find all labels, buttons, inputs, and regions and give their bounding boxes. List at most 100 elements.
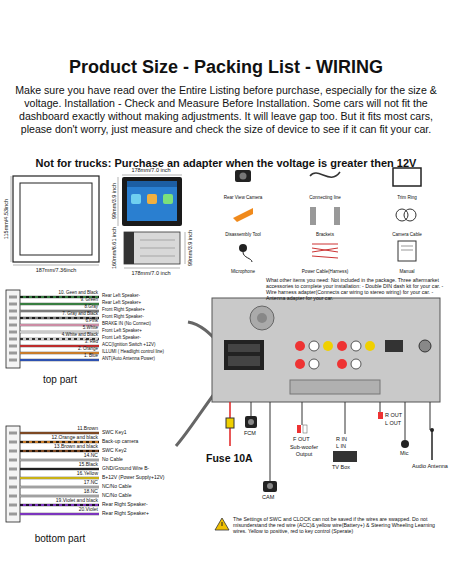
port-label: L OUT bbox=[385, 420, 401, 427]
pin-name: 7. Gray and Black bbox=[24, 312, 98, 317]
back-panel bbox=[212, 298, 440, 402]
drawing-part bbox=[404, 209, 416, 221]
pin-name: 1. Blue bbox=[24, 354, 98, 359]
drawing-part bbox=[393, 168, 421, 186]
pin bbox=[9, 352, 17, 355]
pin bbox=[9, 468, 17, 471]
pin-name: 18.NC bbox=[24, 489, 98, 495]
drawing-part bbox=[185, 232, 186, 264]
port-label: Sub-woofer Output bbox=[283, 444, 325, 457]
drawing-part bbox=[239, 244, 247, 252]
drawing-part bbox=[295, 341, 305, 351]
radio-front bbox=[122, 177, 182, 226]
drawing-part bbox=[302, 402, 303, 425]
accessory-caption: Rear View Camera bbox=[203, 195, 283, 200]
pin-function: Rear Left Speaker- bbox=[102, 294, 140, 299]
drawing-part bbox=[233, 208, 253, 222]
pin bbox=[9, 303, 17, 306]
drawing-part bbox=[118, 177, 119, 226]
pin-name: 14.NC bbox=[24, 453, 98, 459]
drawing-part bbox=[398, 241, 416, 261]
wire bbox=[20, 477, 99, 479]
accessory-tile: Rear View Camera bbox=[203, 164, 283, 200]
drawing-part bbox=[385, 340, 403, 352]
accessory-tile: Microphone bbox=[203, 238, 283, 274]
pin-function: GND/Ground Wire B- bbox=[102, 466, 149, 472]
drawing-part bbox=[131, 194, 141, 204]
drawing-part bbox=[351, 341, 361, 351]
drawing-part bbox=[235, 170, 251, 182]
drawing-part bbox=[323, 341, 333, 351]
drawing-part bbox=[290, 380, 380, 394]
accessory-caption: Microphone bbox=[203, 269, 283, 274]
pin bbox=[9, 513, 17, 516]
pin bbox=[9, 310, 17, 313]
port-label: R OUT bbox=[385, 412, 402, 419]
drawing-part bbox=[140, 248, 175, 249]
drawing-part bbox=[333, 451, 357, 462]
drawing-part bbox=[419, 340, 431, 352]
pin-function: Back-up camera bbox=[102, 439, 138, 445]
drawing-part bbox=[303, 425, 307, 433]
dimension: 99mm/3.9 inch bbox=[187, 230, 194, 266]
wire-stripe bbox=[20, 504, 99, 506]
group-label: bottom part bbox=[20, 533, 100, 545]
drawing-part bbox=[401, 246, 413, 247]
drawing-part bbox=[310, 207, 316, 225]
port-label: Audio Antenna bbox=[412, 463, 448, 470]
dimension: 115mm/4.53inch bbox=[3, 199, 10, 239]
pin-function: B+12V (Power Supply+12V) bbox=[102, 475, 165, 481]
wire bbox=[20, 486, 99, 488]
trim-frame bbox=[13, 176, 99, 262]
drawing-part bbox=[405, 402, 406, 440]
pin-name: 12.Orange and black bbox=[24, 435, 98, 441]
drawing-part bbox=[365, 341, 375, 351]
drawing-part bbox=[228, 344, 260, 352]
pin bbox=[9, 486, 17, 489]
pin bbox=[9, 441, 17, 444]
wire-outline bbox=[20, 441, 99, 443]
pin-function: SWC Key2 bbox=[102, 448, 126, 454]
pin-name: 2. Orange bbox=[24, 347, 98, 352]
pin bbox=[9, 338, 17, 341]
drawing-part bbox=[378, 412, 383, 419]
dimension: 99mm/3.9 inch bbox=[111, 183, 118, 219]
accessory-caption: Disassembly Tool bbox=[203, 232, 283, 237]
pin-name: 9. Green bbox=[24, 298, 98, 303]
drawing-part bbox=[345, 402, 346, 434]
pin-function: Rear Right Speaker+ bbox=[102, 511, 149, 517]
wire-outline bbox=[20, 359, 99, 361]
dimension: 187mm/7.36inch bbox=[13, 267, 99, 274]
port-label: Mic bbox=[400, 450, 409, 457]
drawing-part bbox=[243, 252, 252, 262]
drawing-part bbox=[245, 416, 257, 428]
drawing-part bbox=[309, 341, 319, 351]
pin-name: 3. Red bbox=[24, 340, 98, 345]
drawing-part bbox=[310, 172, 340, 177]
drawing-part bbox=[124, 232, 134, 264]
wire bbox=[20, 459, 99, 461]
drawing-part bbox=[251, 402, 252, 416]
drawing-part bbox=[430, 402, 431, 430]
drawing-part bbox=[430, 428, 434, 432]
drawing-part bbox=[240, 173, 247, 180]
page-title: Product Size - Packing List - WIRING bbox=[4, 57, 448, 79]
wire-outline bbox=[20, 513, 99, 515]
drawing-part bbox=[263, 481, 277, 492]
drawing-part bbox=[337, 341, 347, 351]
radio-chassis bbox=[124, 232, 180, 264]
wire-outline bbox=[20, 468, 99, 470]
pin-function: BRAKE IN (No Connect) bbox=[102, 322, 151, 327]
wire bbox=[20, 359, 99, 361]
wire bbox=[20, 513, 99, 515]
drawing-part bbox=[295, 359, 305, 369]
wire-outline bbox=[20, 459, 99, 461]
wire bbox=[20, 450, 99, 452]
pin-function: ACC(Ignition Switch +12V) bbox=[102, 343, 155, 348]
pin-function: ANT(Auto Antenna Power) bbox=[102, 357, 155, 362]
pin bbox=[9, 432, 17, 435]
drawing-part bbox=[140, 256, 175, 257]
drawing-part bbox=[122, 175, 182, 176]
wire-outline bbox=[20, 450, 99, 452]
pin bbox=[9, 317, 17, 320]
